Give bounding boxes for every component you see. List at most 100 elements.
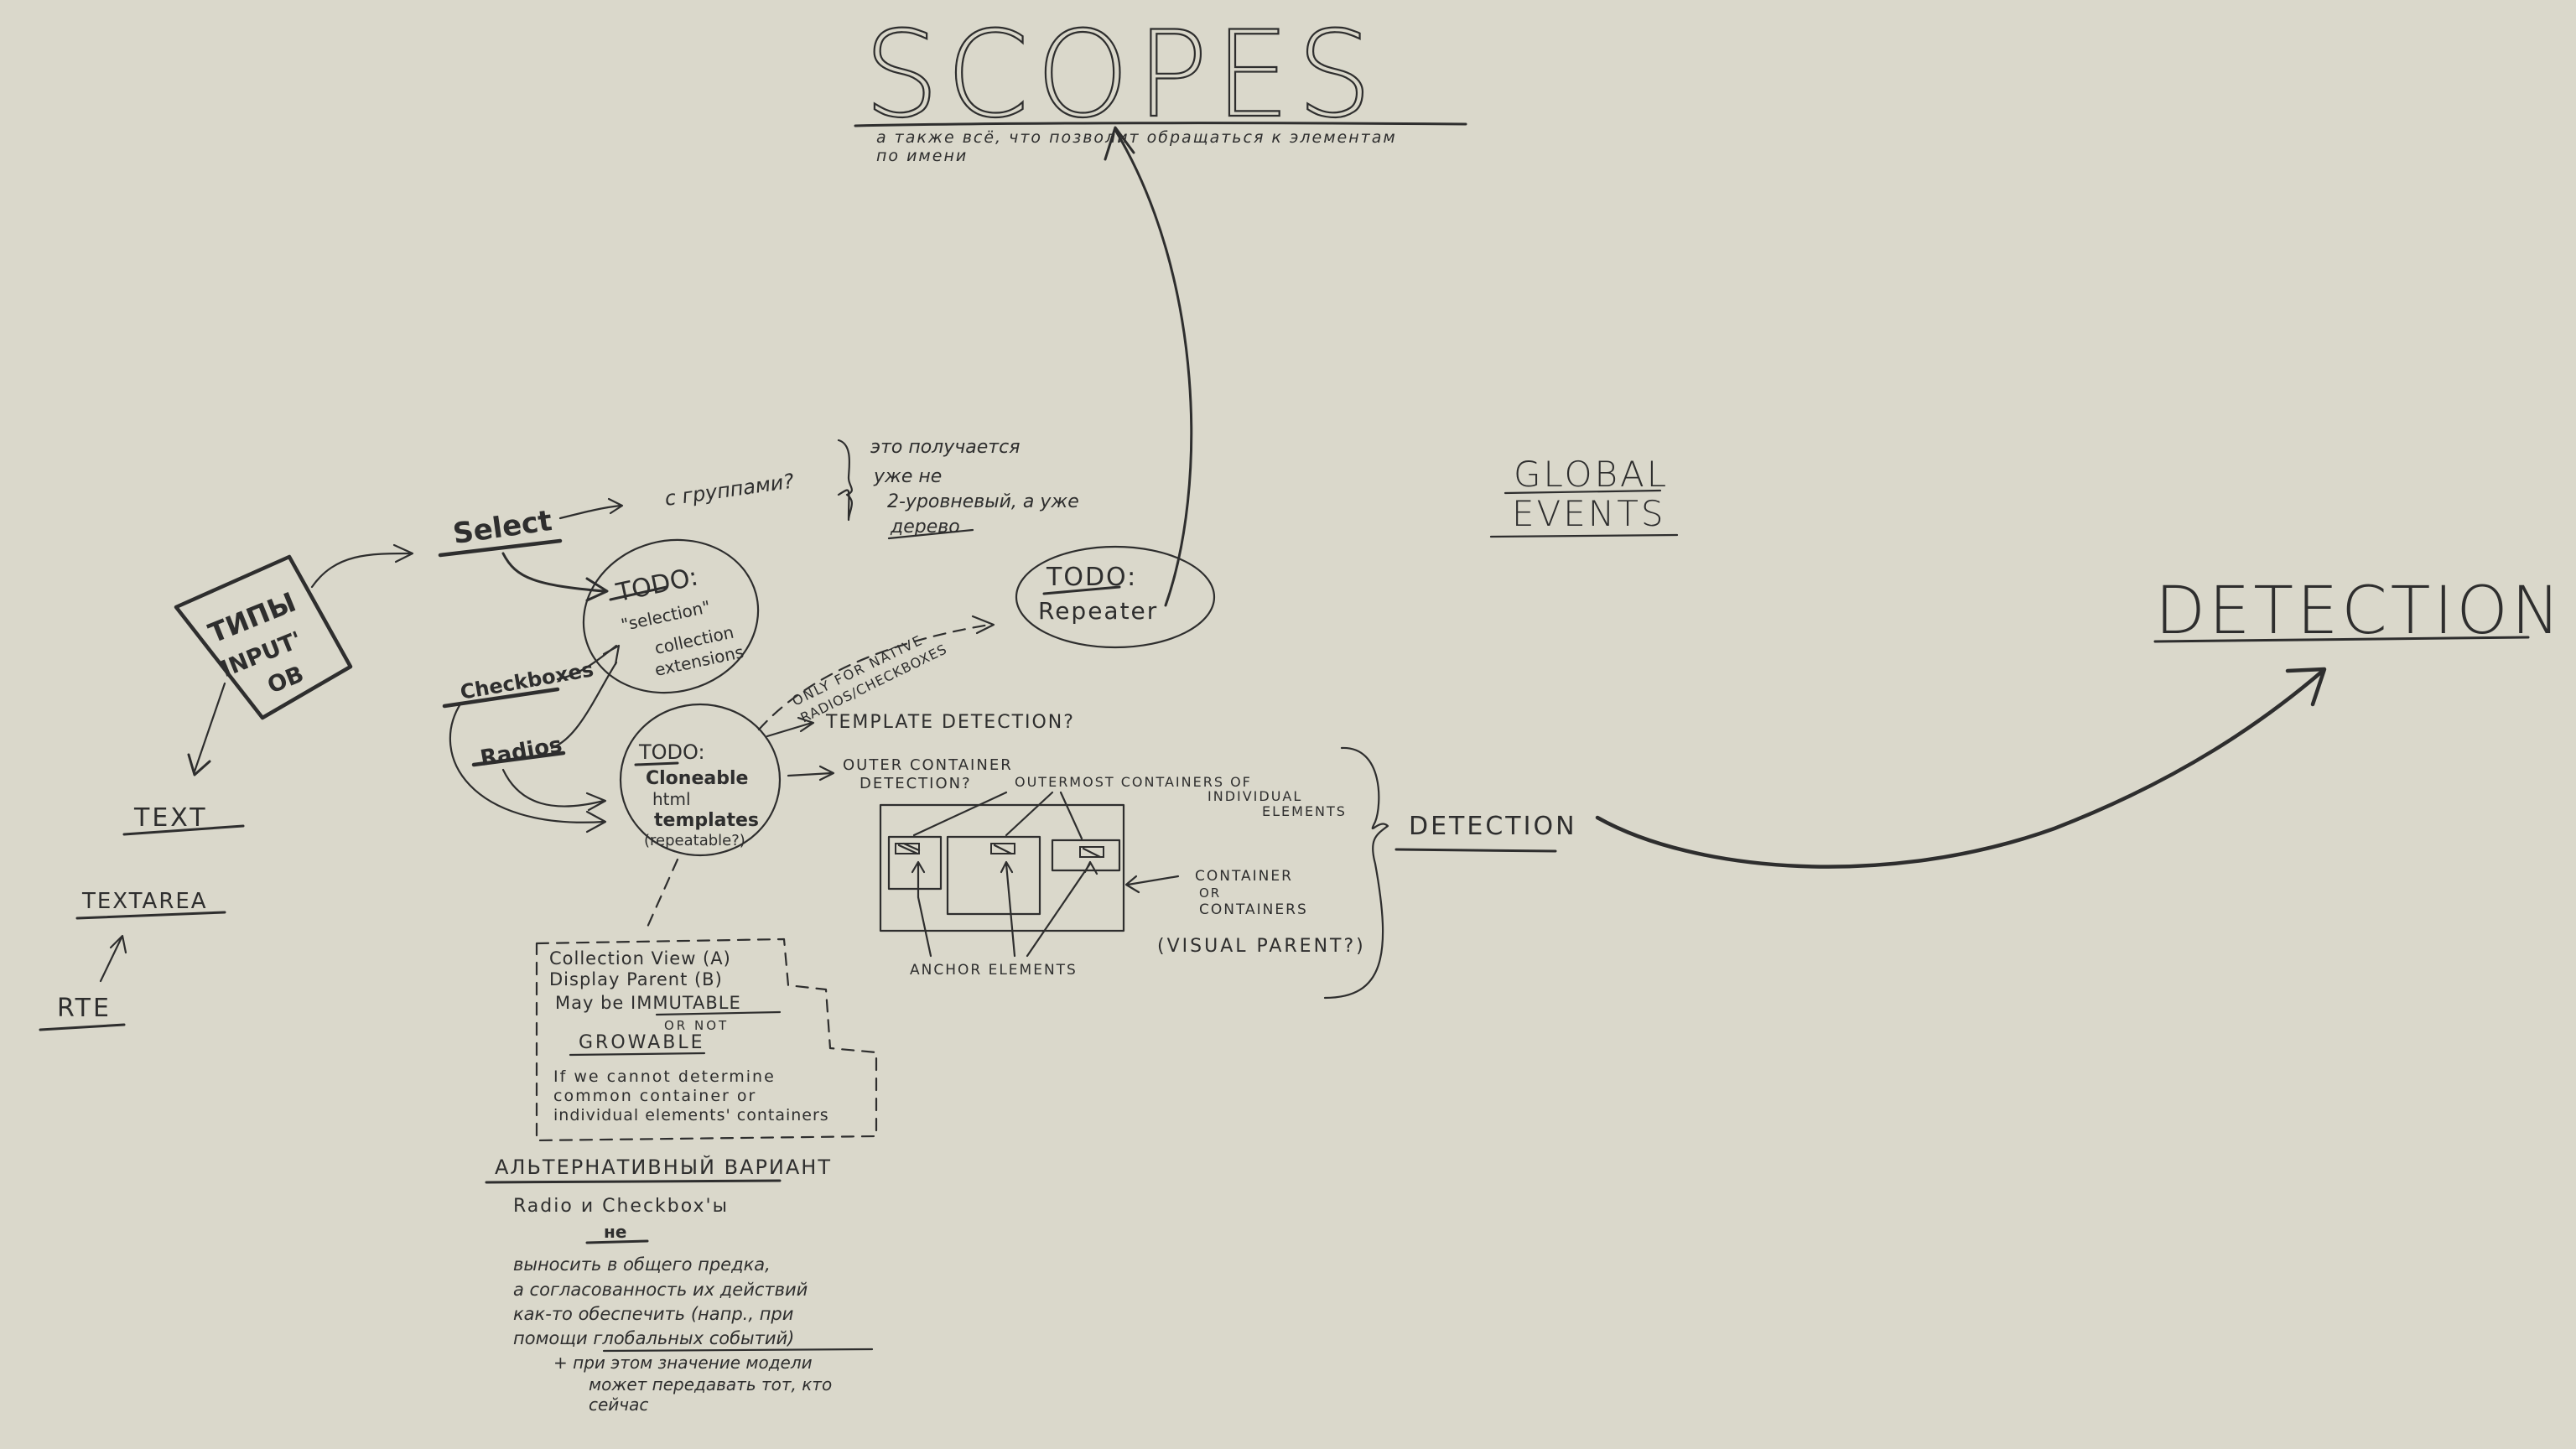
inner-element-3 bbox=[1051, 839, 1121, 872]
inner-element-2 bbox=[946, 835, 1041, 916]
arrowhead-rte-textarea bbox=[109, 934, 127, 954]
arrow-to-detection bbox=[1595, 668, 2325, 869]
groups-note-line2: уже не bbox=[873, 466, 942, 487]
dashed-note-line6: If we cannot determine bbox=[553, 1067, 776, 1086]
outer-container-line2: DETECTION? bbox=[860, 775, 972, 792]
dashed-note-line8: individual elements' containers bbox=[553, 1106, 829, 1124]
arrow-select-groups bbox=[558, 504, 622, 520]
label-checkboxes: Checkboxes bbox=[459, 657, 595, 704]
todo-repeater-title: TODO: bbox=[1046, 563, 1137, 592]
arrow-outer-container bbox=[787, 771, 834, 777]
arrowhead-outer bbox=[818, 765, 835, 782]
alternative-line2: не bbox=[604, 1222, 626, 1242]
arrow-select-todo bbox=[501, 552, 605, 593]
arrowhead-detection bbox=[2285, 667, 2327, 707]
underline-global bbox=[1504, 489, 1662, 495]
todo-cloneable-ellipse bbox=[619, 703, 782, 857]
pointer-outermost-3 bbox=[1059, 791, 1083, 840]
arrowhead-text bbox=[187, 753, 211, 776]
alternative-line9: сейчас bbox=[589, 1394, 648, 1415]
alternative-line6: помощи глобальных событий) bbox=[513, 1328, 794, 1348]
arrowhead-radios-cloneable bbox=[585, 792, 607, 812]
scopes-subtitle-line1: а также всё, что позволит обращаться к э… bbox=[876, 128, 1397, 147]
anchor-2 bbox=[990, 843, 1015, 854]
alternative-line8: может передавать тот, кто bbox=[589, 1374, 832, 1394]
underline-todo-cloneable bbox=[634, 761, 679, 766]
dashed-note-line2: Display Parent (B) bbox=[549, 969, 723, 989]
pointer-anchor-2 bbox=[1000, 860, 1016, 958]
arrow-radios-cloneable bbox=[501, 768, 605, 808]
pointer-outermost-1 bbox=[912, 791, 1008, 837]
template-detection: TEMPLATE DETECTION? bbox=[825, 712, 1075, 733]
arrowhead-select-todo bbox=[585, 577, 609, 602]
arrowhead-checkradio bbox=[602, 644, 621, 666]
underline-global-events-ru bbox=[602, 1348, 874, 1353]
todo-selection-ellipse bbox=[582, 538, 760, 694]
dashed-note-line5: GROWABLE bbox=[579, 1032, 705, 1053]
groups-note-line3: 2-уровневый, а уже bbox=[887, 491, 1079, 512]
detection-small: DETECTION bbox=[1409, 812, 1577, 841]
dashed-note-line7: common container or bbox=[553, 1087, 756, 1105]
underline-alternative bbox=[485, 1179, 782, 1184]
underline-select bbox=[438, 538, 563, 558]
underline-detection-small bbox=[1394, 848, 1557, 853]
scopes-block: SCOPES а также всё, что позволит обращат… bbox=[854, 5, 1467, 165]
container-note-line2: OR bbox=[1199, 886, 1221, 901]
todo-repeater-body: Repeater bbox=[1038, 597, 1158, 625]
dashed-connector bbox=[644, 858, 679, 932]
brace-groups bbox=[837, 439, 854, 522]
todo-repeater-ellipse bbox=[1015, 545, 1216, 649]
arrowhead-scopes bbox=[1104, 126, 1135, 161]
arrow-to-select bbox=[310, 552, 413, 589]
underline-text bbox=[122, 824, 245, 836]
alternative-line4: а согласованность их действий bbox=[513, 1280, 808, 1300]
container-note-line1: CONTAINER bbox=[1195, 868, 1293, 885]
underline-ne bbox=[585, 1239, 649, 1244]
alternative-title: АЛЬТЕРНАТИВНЫЙ ВАРИАНТ bbox=[495, 1155, 832, 1179]
brace-detection bbox=[1323, 746, 1389, 1000]
radios-curve bbox=[449, 701, 605, 823]
outer-container-line1: OUTER CONTAINER bbox=[843, 756, 1013, 774]
pointer-anchor-3 bbox=[1026, 860, 1098, 958]
todo-cloneable-line2: html bbox=[652, 789, 691, 809]
arrow-to-text bbox=[193, 682, 226, 773]
scopes-underline bbox=[854, 122, 1467, 127]
global-events-line2: EVENTS bbox=[1512, 493, 1666, 534]
label-radios: Radios bbox=[478, 732, 564, 771]
dashed-note-line1: Collection View (A) bbox=[549, 948, 731, 969]
arrowhead-template bbox=[797, 716, 815, 733]
anchor-1 bbox=[895, 843, 920, 854]
arrowhead-select bbox=[392, 543, 414, 564]
arrow-radios-todo bbox=[550, 661, 618, 750]
todo-cloneable-line4: (repeatable?) bbox=[644, 832, 745, 849]
underline-immutable bbox=[655, 1010, 782, 1016]
alternative-line7: + при этом значение модели bbox=[553, 1353, 813, 1373]
container-diagram bbox=[879, 791, 1180, 958]
anchor-3 bbox=[1079, 846, 1104, 858]
arrow-template-detection bbox=[766, 721, 813, 738]
input-types-box: ТИПЫ INPUT' ОВ bbox=[174, 554, 353, 720]
outermost-line3: ELEMENTS bbox=[1262, 803, 1347, 819]
underline-rte bbox=[39, 1023, 126, 1031]
dashed-note-line3: May be IMMUTABLE bbox=[555, 993, 741, 1013]
container-note-line3: CONTAINERS bbox=[1199, 901, 1308, 918]
dashed-note-line4: OR NOT bbox=[664, 1018, 729, 1033]
alternative-line1: Radio и Checkbox'ы bbox=[513, 1196, 729, 1217]
pointer-container bbox=[1126, 875, 1180, 886]
todo-cloneable-line1: Cloneable bbox=[646, 768, 748, 789]
underline-radios bbox=[471, 750, 566, 767]
todo-cloneable-line3: templates bbox=[654, 810, 759, 831]
outermost-line2: INDIVIDUAL bbox=[1208, 788, 1302, 804]
scopes-subtitle-line2: по имени bbox=[876, 147, 968, 165]
groups-note-line1: это получается bbox=[870, 437, 1020, 458]
arrowhead-radios-curve bbox=[585, 810, 607, 834]
todo-cloneable-title: TODO: bbox=[638, 740, 705, 764]
alternative-line3: выносить в общего предка, bbox=[513, 1254, 771, 1275]
label-text: TEXT bbox=[133, 803, 208, 833]
inner-element-1 bbox=[887, 835, 943, 891]
underline-todo-selection bbox=[609, 585, 668, 601]
dashed-to-repeater bbox=[757, 623, 991, 731]
outer-container-rect bbox=[879, 803, 1125, 932]
anchor-elements-label: ANCHOR ELEMENTS bbox=[910, 962, 1078, 979]
